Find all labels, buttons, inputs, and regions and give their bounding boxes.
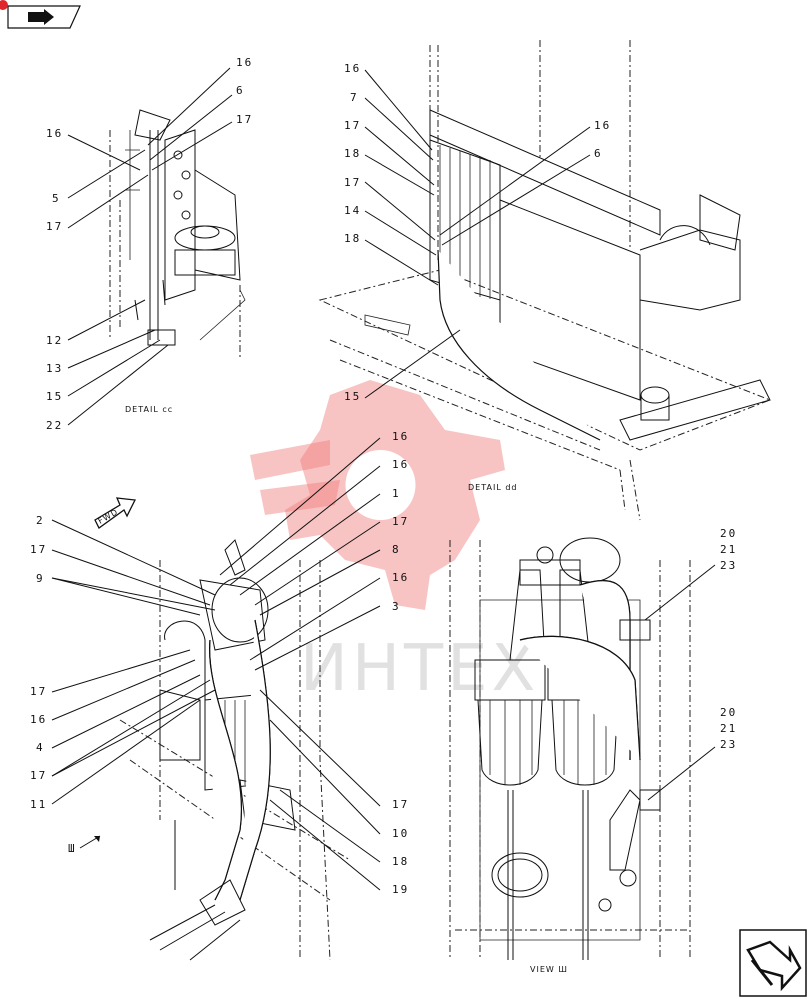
detail-dd-caption: DETAIL dd [468,483,517,492]
callout-number: 16 [236,56,253,69]
callout-number: 5 [52,192,61,205]
callout-number: 15 [344,390,361,403]
callout-number: 10 [392,827,409,840]
watermark-gear-logo [250,380,505,610]
callout-number: 15 [46,390,63,403]
callout-number: 16 [30,713,47,726]
callout-number: 11 [30,798,47,811]
detail-dd-drawing [318,40,772,521]
callout-number: 4 [36,741,45,754]
callout-number: 17 [392,798,409,811]
callout-number: 21 [720,722,737,735]
callout-number: 6 [236,84,245,97]
detail-dd-callouts: 16 7 17 18 17 14 18 15 16 6 [344,62,611,403]
back-nav-icon[interactable] [0,0,81,29]
callout-number: 17 [344,176,361,189]
callout-number: 17 [46,220,63,233]
callout-number: 20 [720,527,737,540]
callout-number: 6 [594,147,603,160]
detail-cc-callouts: 16 6 17 16 5 17 12 13 15 22 [46,56,253,432]
detail-cc-drawing [109,109,246,360]
callout-number: 23 [720,559,737,572]
view-caption: VIEW Ш [530,965,568,974]
callout-number: 13 [46,362,63,375]
callout-number: 23 [720,738,737,751]
view-callouts: 20 21 23 20 21 23 [720,527,737,751]
callout-number: 22 [46,419,63,432]
fwd-label: FWD [97,507,120,526]
callout-number: 17 [30,543,47,556]
callout-number: 17 [236,113,253,126]
callout-number: 16 [392,571,409,584]
callout-number: 14 [344,204,361,217]
detail-cc-leaders [67,67,233,426]
callout-number: 16 [46,127,63,140]
callout-number: 8 [392,543,401,556]
watermark-text: ИНТЕХ [300,632,539,706]
callout-number: 18 [344,232,361,245]
view-drawing [449,537,691,960]
callout-number: 20 [720,706,737,719]
callout-number: 21 [720,543,737,556]
callout-number: 1 [392,487,401,500]
callout-number: 19 [392,883,409,896]
callout-number: Ш [68,842,77,855]
callout-number: 16 [594,119,611,132]
main-assembly-drawing [119,539,351,961]
callout-number: 16 [392,430,409,443]
view-marker: Ш [68,835,101,855]
callout-number: 18 [392,855,409,868]
callout-number: 17 [392,515,409,528]
callout-number: 16 [392,458,409,471]
main-left-callouts: 2 17 9 17 16 4 17 11 [30,514,47,811]
callout-number: 3 [392,600,401,613]
callout-number: 17 [30,769,47,782]
callout-number: 7 [350,91,359,104]
main-right-leaders [219,437,381,891]
main-right-callouts: 16 16 1 17 8 16 3 17 10 18 19 [392,430,409,896]
callout-number: 9 [36,572,45,585]
callout-number: 16 [344,62,361,75]
callout-number: 18 [344,147,361,160]
view-leaders [644,564,716,801]
callout-number: 17 [344,119,361,132]
callout-number: 12 [46,334,63,347]
detail-cc-caption: DETAIL cc [125,405,173,414]
next-page-icon[interactable] [739,929,807,997]
detail-dd-leaders [364,69,591,399]
callout-number: 17 [30,685,47,698]
fwd-arrow: FWD [94,497,136,529]
main-left-leaders [51,519,216,805]
callout-number: 2 [36,514,45,527]
